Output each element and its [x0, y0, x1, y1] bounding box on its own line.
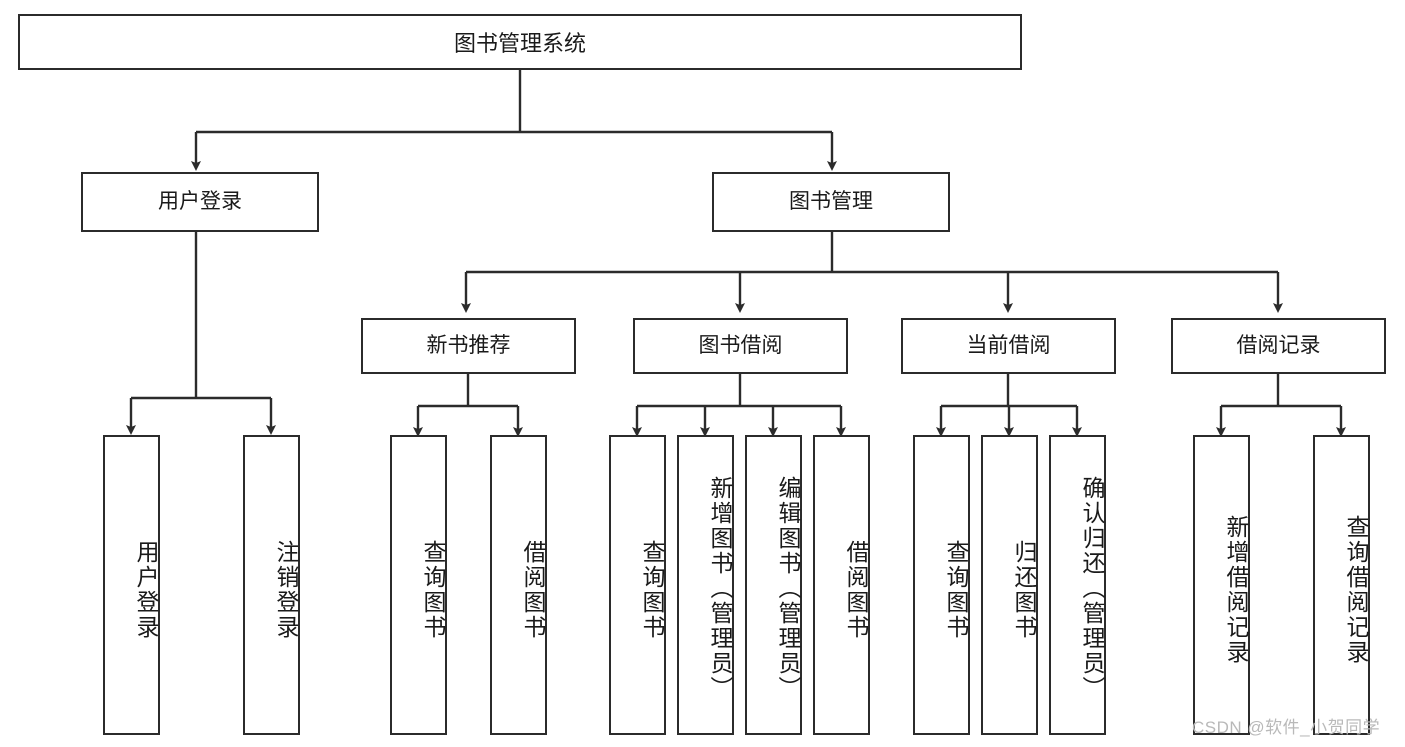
node-new-book-recommend-label: 新书推荐 — [426, 334, 511, 358]
node-book-borrow-label: 图书借阅 — [698, 334, 783, 358]
leaf-records-query-record-label: 查询借阅记录 — [1343, 515, 1369, 665]
node-current-borrow[interactable]: 当前借阅 — [901, 318, 1116, 374]
leaf-records-query-record[interactable]: 查询借阅记录 — [1313, 435, 1370, 735]
leaf-current-return-books[interactable]: 归还图书 — [981, 435, 1038, 735]
leaf-newbook-query-books-label: 查询图书 — [420, 540, 446, 640]
leaf-current-confirm-return-admin-label: 确认归还（管理员） — [1079, 475, 1105, 701]
leaf-records-add-record[interactable]: 新增借阅记录 — [1193, 435, 1250, 735]
node-borrow-records[interactable]: 借阅记录 — [1171, 318, 1386, 374]
leaf-borrow-query-books-label: 查询图书 — [639, 540, 665, 640]
node-root[interactable]: 图书管理系统 — [18, 14, 1022, 70]
leaf-logout[interactable]: 注销登录 — [243, 435, 300, 735]
leaf-borrow-edit-book-admin[interactable]: 编辑图书（管理员） — [745, 435, 802, 735]
node-root-label: 图书管理系统 — [453, 31, 586, 56]
leaf-borrow-edit-book-admin-label: 编辑图书（管理员） — [775, 475, 801, 701]
node-book-management-label: 图书管理 — [789, 190, 873, 214]
leaf-borrow-add-book-admin-label: 新增图书（管理员） — [707, 475, 733, 701]
leaf-borrow-query-books[interactable]: 查询图书 — [609, 435, 666, 735]
leaf-borrow-add-book-admin[interactable]: 新增图书（管理员） — [677, 435, 734, 735]
node-current-borrow-label: 当前借阅 — [966, 334, 1051, 358]
leaf-user-login[interactable]: 用户登录 — [103, 435, 160, 735]
node-new-book-recommend[interactable]: 新书推荐 — [361, 318, 576, 374]
leaf-logout-label: 注销登录 — [273, 540, 299, 640]
node-user-login-label: 用户登录 — [158, 190, 242, 214]
leaf-borrow-borrow-books-label: 借阅图书 — [843, 540, 869, 640]
node-user-login[interactable]: 用户登录 — [81, 172, 319, 232]
leaf-newbook-borrow-books[interactable]: 借阅图书 — [490, 435, 547, 735]
leaf-current-query-books-label: 查询图书 — [943, 540, 969, 640]
leaf-current-return-books-label: 归还图书 — [1011, 540, 1037, 640]
watermark: CSDN @软件_小贺同学 — [1192, 718, 1381, 737]
node-book-borrow[interactable]: 图书借阅 — [633, 318, 848, 374]
leaf-borrow-borrow-books[interactable]: 借阅图书 — [813, 435, 870, 735]
leaf-user-login-label: 用户登录 — [133, 540, 159, 640]
leaf-current-confirm-return-admin[interactable]: 确认归还（管理员） — [1049, 435, 1106, 735]
node-borrow-records-label: 借阅记录 — [1236, 334, 1321, 358]
leaf-records-add-record-label: 新增借阅记录 — [1223, 515, 1249, 665]
node-book-management[interactable]: 图书管理 — [712, 172, 950, 232]
leaf-newbook-borrow-books-label: 借阅图书 — [520, 540, 546, 640]
leaf-newbook-query-books[interactable]: 查询图书 — [390, 435, 447, 735]
leaf-current-query-books[interactable]: 查询图书 — [913, 435, 970, 735]
